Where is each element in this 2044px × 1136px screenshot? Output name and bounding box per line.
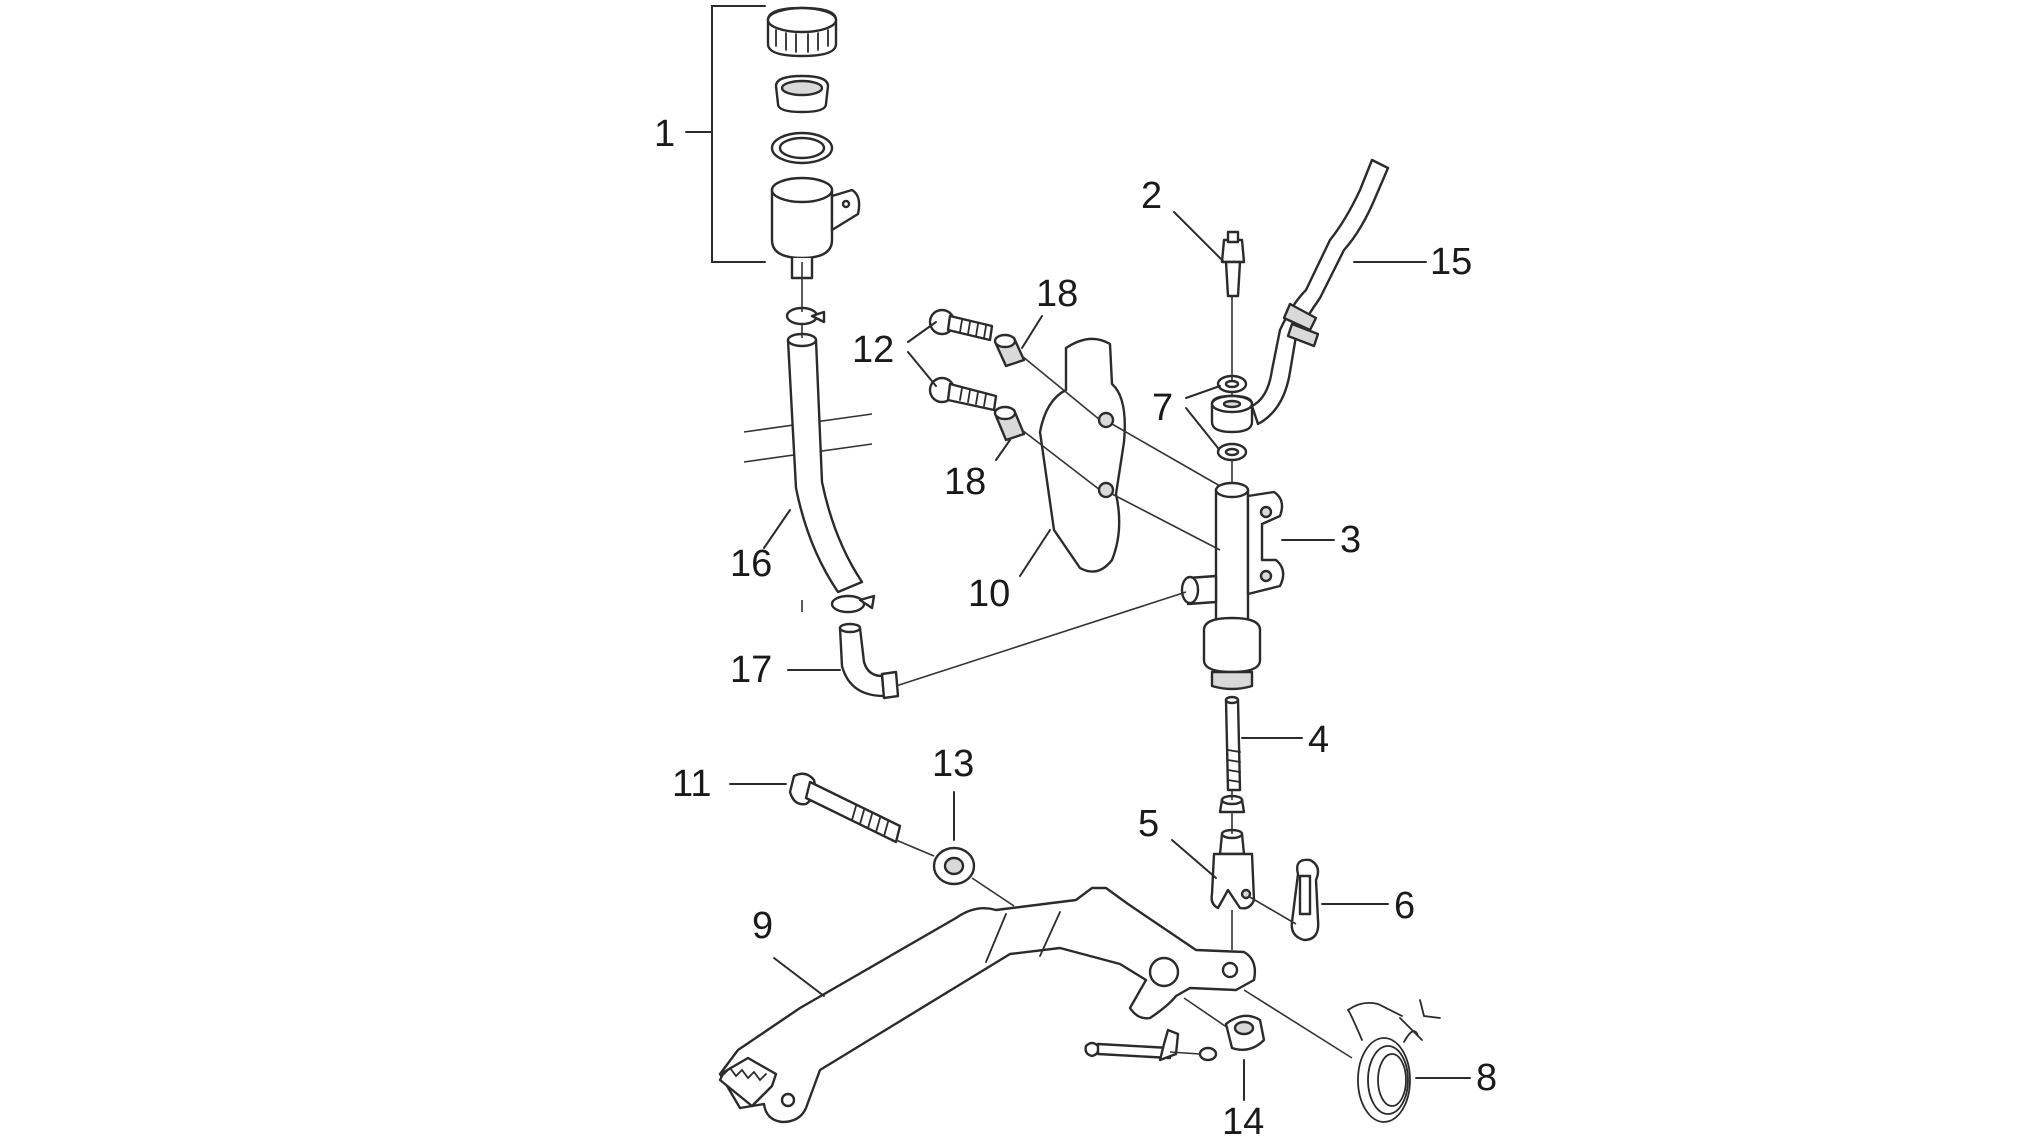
callout-2: 2 [1141,175,1162,217]
washers [1216,374,1248,462]
callout-11: 11 [672,763,711,805]
callout-18-upper: 18 [1036,273,1078,315]
callout-10: 10 [968,573,1010,615]
pivot-nut [1224,1014,1266,1051]
callout-4: 4 [1308,719,1329,761]
callout-15: 15 [1430,241,1472,283]
lower-hose-clip [830,594,876,614]
spacers [993,333,1026,442]
callout-12: 12 [852,329,894,371]
callout-13: 13 [932,743,974,785]
pivot-bushing [932,846,976,886]
brake-hose [1250,158,1390,426]
clevis-pin-clip [1290,858,1320,942]
upper-hose-clip [785,306,826,326]
callout-1: 1 [654,113,675,155]
callout-14: 14 [1222,1101,1264,1136]
callout-labels: 1 2 3 4 5 6 7 8 9 10 11 12 13 14 15 16 1… [654,113,1497,1136]
callout-9: 9 [752,905,773,947]
callout-16: 16 [730,543,772,585]
callout-5: 5 [1138,803,1159,845]
pedal-bracket-tab [1158,1028,1180,1062]
callout-17: 17 [730,649,772,691]
reservoir-assembly [685,5,861,280]
brake-pedal [718,886,1257,1124]
stop-bolt [1084,1041,1218,1062]
callout-7: 7 [1152,387,1173,429]
pivot-bolt [788,772,902,844]
reservoir-hose [786,332,864,594]
guard-plate [1038,337,1126,573]
push-rod [1224,695,1242,792]
leader-lines [729,211,1471,1101]
callout-8: 8 [1476,1057,1497,1099]
callout-3: 3 [1340,519,1361,561]
clevis [1210,828,1256,910]
elbow-fitting [838,622,900,700]
banjo-fitting [1210,394,1254,434]
callout-18-lower: 18 [944,461,986,503]
master-cylinder [1180,481,1285,691]
callout-6: 6 [1394,885,1415,927]
mounting-bolts [928,308,998,412]
bleed-screw [1220,230,1246,298]
return-spring [1347,999,1441,1123]
